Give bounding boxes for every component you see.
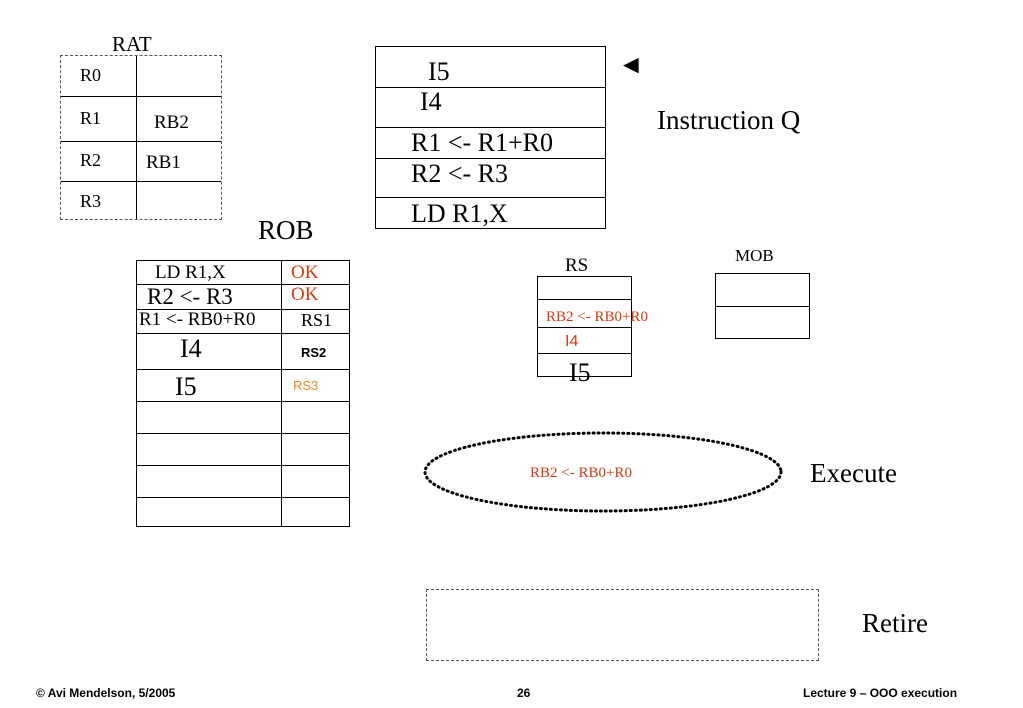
rob-instr-4: I5 [175,372,197,401]
rob-instr-0: LD R1,X [155,262,226,283]
rob-row-line [137,401,349,402]
rat-reg-r2: R2 [80,150,102,170]
rob-status-0: OK [291,262,319,283]
rat-row-line [61,141,221,142]
iq-item-1: I4 [420,87,442,116]
rs-row-line [538,299,631,300]
rs-item-0: RB2 <- RB0+R0 [546,309,648,325]
rob-table: LD R1,X R2 <- R3 R1 <- RB0+R0 I4 I5 OK O… [136,260,350,527]
rs-row-line [538,353,631,354]
rat-row-line [61,96,221,97]
iq-item-0: I5 [428,57,450,86]
iq-label: Instruction Q [657,105,801,135]
retire-label: Retire [862,608,928,638]
rat-table: R0 R1 R2 R3 RB2 RB1 [60,55,222,220]
footer-lecture-title: Lecture 9 – OOO execution [803,686,958,700]
rs-title: RS [565,255,589,276]
iq-row-line [376,158,605,159]
rat-reg-r1: R1 [80,108,102,128]
retire-box [426,589,819,661]
execute-ellipse [423,431,783,513]
rob-row-line [137,433,349,434]
rs-table [537,276,632,377]
iq-row-line [376,127,605,128]
iq-row-line [376,197,605,198]
rob-status-3: RS2 [301,345,327,360]
rob-row-line [137,333,349,334]
rat-column-divider [136,56,137,219]
rs-item-2: I5 [569,358,591,387]
iq-item-2: R1 <- R1+R0 [411,128,554,157]
rob-title: ROB [258,215,314,245]
footer-author: © Avi Mendelson, 5/2005 [36,686,176,700]
rob-row-line [137,465,349,466]
instruction-queue: I5 I4 R1 <- R1+R0 R2 <- R3 LD R1,X [375,46,606,229]
rob-instr-1: R2 <- R3 [147,284,233,309]
iq-item-4: LD R1,X [411,199,508,228]
rob-status-2: RS1 [301,310,333,330]
rat-reg-r3: R3 [80,191,102,211]
rob-column-divider [281,261,282,526]
rs-item-1: I4 [565,333,579,350]
iq-pointer-icon: ◄ [618,49,644,79]
footer-page-number: 26 [517,686,531,700]
rob-instr-2: R1 <- RB0+R0 [139,309,256,330]
rob-status-1: OK [291,284,319,305]
mob-title: MOB [735,246,774,265]
rob-row-line [137,309,349,310]
execute-label: Execute [810,458,897,488]
rob-instr-3: I4 [180,334,202,363]
rat-reg-r0: R0 [80,65,102,85]
rs-row-line [538,327,631,328]
iq-row-line [376,87,605,88]
mob-row-line [716,306,809,307]
rat-map-r1: RB2 [154,112,189,133]
rat-title: RAT [112,32,152,56]
rob-row-line [137,284,349,285]
rob-row-line [137,497,349,498]
rob-row-line [137,369,349,370]
execute-content: RB2 <- RB0+R0 [530,465,632,481]
rob-status-4: RS3 [293,378,319,393]
rat-map-r2: RB1 [146,152,181,173]
mob-table [715,273,810,339]
rat-row-line [61,181,221,182]
iq-item-3: R2 <- R3 [411,159,509,188]
